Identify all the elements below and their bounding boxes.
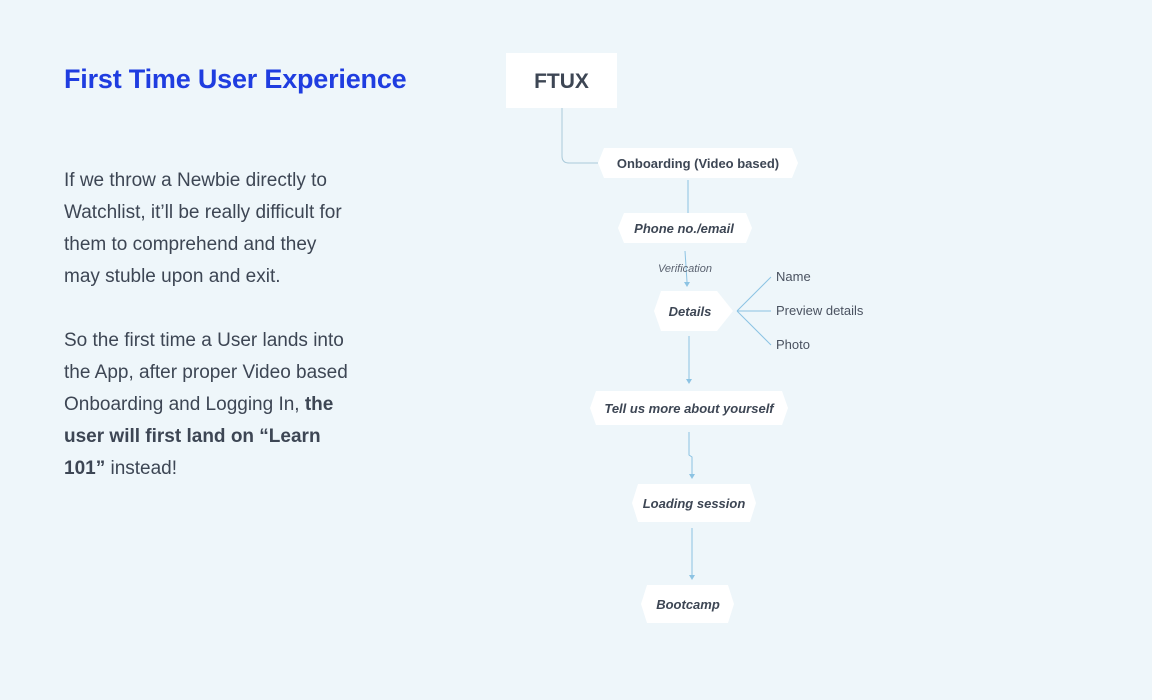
node-details-label: Details <box>669 304 712 319</box>
paragraph-first-landing: So the first time a User lands into the … <box>64 325 354 485</box>
node-onboarding: Onboarding (Video based) <box>598 148 798 178</box>
edge-details-photo <box>736 310 772 346</box>
ftux-root-label: FTUX <box>534 70 589 93</box>
edge-tellus-loading <box>688 432 693 474</box>
branch-preview-details: Preview details <box>776 303 864 318</box>
node-onboarding-label: Onboarding (Video based) <box>617 156 779 171</box>
node-loading-session: Loading session <box>632 484 756 522</box>
paragraph-first-landing-bold: the user will first land on “Learn 101” <box>64 394 334 479</box>
arrowhead <box>689 474 695 479</box>
arrowhead <box>684 282 690 287</box>
arrowhead <box>689 575 695 580</box>
page-title: First Time User Experience <box>64 64 407 94</box>
paragraph-newbie: If we throw a Newbie directly to Watchli… <box>64 170 342 287</box>
node-tell-us-more: Tell us more about yourself <box>590 391 788 425</box>
node-details: Details <box>654 291 733 331</box>
branch-name: Name <box>776 269 811 284</box>
edge-phone-details <box>684 250 688 283</box>
paragraph-first-landing-suffix: instead! <box>105 458 178 479</box>
node-phone: Phone no./email <box>618 213 752 243</box>
paragraph-first-landing-prefix: So the first time a User lands into the … <box>64 330 348 415</box>
branch-photo: Photo <box>776 337 810 352</box>
edge-details-name <box>736 276 772 312</box>
node-phone-label: Phone no./email <box>634 221 734 236</box>
description-text: If we throw a Newbie directly to Watchli… <box>64 165 354 517</box>
arrowhead <box>686 379 692 384</box>
node-tell-us-more-label: Tell us more about yourself <box>604 401 775 416</box>
edge-label-verification: Verification <box>658 263 712 275</box>
ftux-root-node: FTUX <box>506 53 617 108</box>
node-loading-session-label: Loading session <box>643 496 746 511</box>
node-bootcamp-label: Bootcamp <box>656 597 720 612</box>
node-bootcamp: Bootcamp <box>641 585 734 623</box>
edge-ftux-onboarding <box>561 108 598 164</box>
